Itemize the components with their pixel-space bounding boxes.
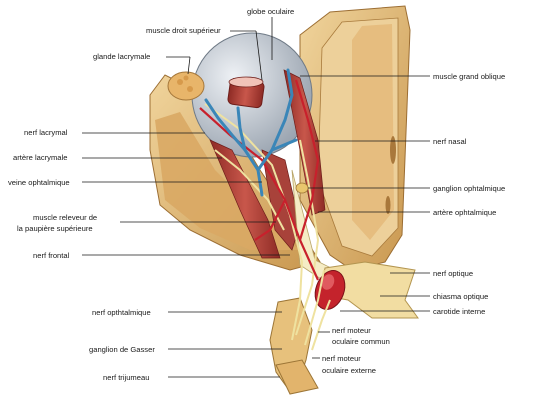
label-muscle-grand-oblique: muscle grand oblique bbox=[433, 72, 505, 81]
label-nerf-moteur-externe-2: oculaire externe bbox=[322, 366, 376, 375]
label-nerf-moteur-commun-1: nerf moteur bbox=[332, 326, 371, 335]
label-nerf-moteur-commun-2: oculaire commun bbox=[332, 337, 390, 346]
label-nerf-optique: nerf optique bbox=[433, 269, 473, 278]
sinus-ridge bbox=[352, 24, 394, 240]
lacrimal-gland bbox=[167, 71, 205, 101]
label-nerf-lacrymal: nerf lacrymal bbox=[24, 128, 68, 137]
label-muscle-releveur-2: la paupière supérieure bbox=[17, 224, 93, 233]
label-nerf-ophtalmique: nerf opthtalmique bbox=[92, 308, 151, 317]
label-nerf-nasal: nerf nasal bbox=[433, 137, 467, 146]
arteries bbox=[199, 79, 320, 281]
label-artere-ophtalmique: artère ophtalmique bbox=[433, 208, 496, 217]
label-ganglion-gasser: ganglion de Gasser bbox=[89, 345, 155, 354]
ophthalmic-ganglion bbox=[295, 182, 309, 194]
sinus-hole-1 bbox=[390, 136, 396, 164]
sinus-hole-2 bbox=[385, 196, 391, 214]
label-carotide-interne: carotide interne bbox=[433, 307, 485, 316]
leader-lines bbox=[82, 17, 430, 378]
label-glande-lacrymale: glande lacrymale bbox=[93, 52, 150, 61]
label-nerf-frontal: nerf frontal bbox=[33, 251, 70, 260]
label-muscle-releveur-1: muscle releveur de bbox=[33, 213, 97, 222]
label-nerf-moteur-externe-1: nerf moteur bbox=[322, 354, 361, 363]
label-chiasma-optique: chiasma optique bbox=[433, 292, 488, 301]
label-nerf-trijumeau: nerf trijumeau bbox=[103, 373, 149, 382]
orbital-floor bbox=[155, 112, 300, 250]
label-globe-oculaire: globe oculaire bbox=[247, 7, 294, 16]
trigeminal-nerve bbox=[275, 359, 319, 395]
label-muscle-droit-superieur: muscle droit supérieur bbox=[146, 26, 221, 35]
lateral-muscle bbox=[209, 139, 281, 259]
label-artere-lacrymale: artère lacrymale bbox=[13, 153, 67, 162]
label-veine-ophtalmique: veine ophtalmique bbox=[8, 178, 70, 187]
label-ganglion-ophtalmique: ganglion ophtalmique bbox=[433, 184, 505, 193]
veins bbox=[204, 68, 298, 197]
